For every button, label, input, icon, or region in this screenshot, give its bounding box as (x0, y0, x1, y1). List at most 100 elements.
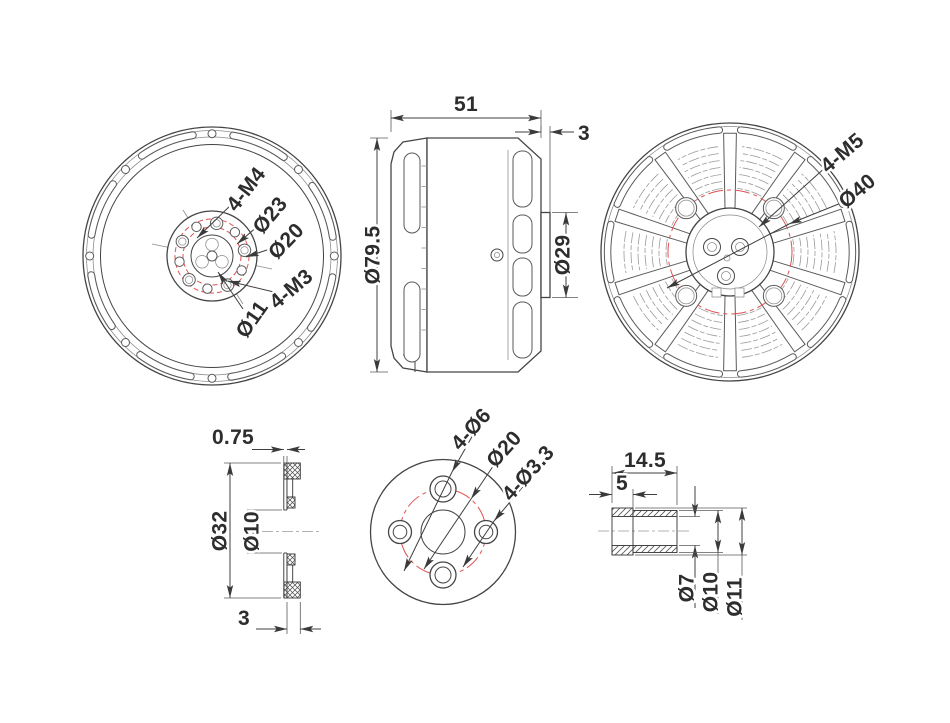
stator-lamination-arc (737, 181, 766, 191)
dim-d10: Ø10 (238, 509, 282, 554)
dim-sleeve-mid: Ø10 (700, 572, 723, 613)
stator-lamination-arc (796, 178, 821, 212)
rear-hub (685, 207, 775, 297)
mount-hole-m5 (762, 197, 785, 220)
stator-lamination-arc (740, 160, 776, 173)
stator-lamination-arc (691, 174, 722, 185)
hub-lobe (195, 255, 209, 269)
side-can-slot (512, 150, 533, 208)
rim-notch (85, 251, 95, 261)
stator-lamination-arc (738, 174, 769, 185)
rim-slot (87, 271, 116, 331)
dim-disc-outer: Ø32 (209, 511, 232, 552)
dim-sleeve-outer: Ø11 (724, 577, 747, 616)
stator-lamination-arc (681, 153, 719, 167)
side-can-slot (512, 301, 533, 359)
flange-view: 4-Ø6 Ø20 4-Ø3.3 (369, 401, 561, 606)
rim-slot (136, 351, 195, 381)
rim-slot (806, 296, 847, 348)
stator-lamination-arc (652, 189, 673, 217)
stator-lamination-arc (739, 325, 773, 337)
stator-lamination-arc (687, 325, 721, 337)
side-bell-slot (403, 281, 421, 363)
rim-slot (736, 126, 797, 151)
side-bell-slot (403, 152, 421, 234)
sleeve-section-view: 14.5 5 Ø7 Ø10 (589, 447, 749, 620)
stator-lamination-arc (623, 230, 627, 274)
disc-step-section (286, 496, 296, 509)
stator-lamination-arc (652, 287, 673, 315)
stator-lamination-arc (691, 319, 722, 330)
stator-lamination-arc (738, 319, 769, 330)
flange-leader-lines (403, 418, 538, 572)
flange-hole-top (429, 475, 457, 503)
dim-flange-4d6: 4-Ø6 (447, 404, 496, 455)
front-rim-slots (85, 129, 339, 383)
rim-slot (87, 180, 117, 239)
side-can-slot (512, 214, 533, 254)
stator-lamination-arc (740, 331, 776, 344)
dim-d10-sleeve: Ø10 (679, 510, 725, 615)
hub-hole-m4 (175, 234, 190, 249)
rim-slot (736, 353, 797, 378)
mount-hole-m5 (762, 284, 785, 307)
stator-lamination-arc (681, 337, 719, 351)
disc-rim-section (283, 462, 301, 480)
stator-lamination-arc (792, 239, 795, 265)
rear-spoke (723, 132, 737, 209)
stator-lamination-arc (645, 290, 669, 321)
rear-leader-lines (666, 165, 852, 289)
dim-rear-4m5: 4-M5 (816, 129, 868, 178)
rim-slot (603, 220, 615, 284)
stator-lamination-arc (806, 236, 809, 268)
rim-notch (207, 373, 217, 383)
rim-slot (663, 126, 724, 151)
rim-slot (137, 131, 197, 160)
rim-slot (845, 220, 857, 284)
disc-step-section (286, 553, 296, 566)
stator-lamination-arc (658, 194, 678, 220)
rim-slot (663, 353, 724, 378)
rim-notch (294, 165, 303, 174)
dim-side-boss-length: 3 (578, 122, 590, 145)
hub-hole-m4 (182, 273, 196, 287)
dim-disc-rim: 3 (238, 607, 250, 630)
rim-slot (806, 156, 847, 208)
stator-lamination-arc (796, 292, 821, 326)
rear-bolt-circle-40 (667, 189, 793, 315)
stator-lamination-arc (737, 313, 766, 323)
disc-rim-section (283, 581, 301, 599)
dim-side-length: 51 (454, 93, 478, 116)
flange-hole-left (387, 519, 413, 545)
stator-lamination-arc (677, 146, 719, 161)
stator-lamination-arc (787, 189, 808, 217)
dim-disc-web: 0.75 (212, 426, 254, 449)
side-can-slot (512, 257, 533, 297)
dim-3-rim: 3 (236, 602, 321, 634)
stator-lamination-arc (819, 233, 823, 271)
dim-d11-sleeve: Ø11 (635, 507, 749, 620)
side-lamination-ticks (421, 165, 427, 331)
stator-lamination-arc (741, 153, 779, 167)
stator-lamination-arc (801, 295, 827, 331)
stator-lamination-arc (787, 287, 808, 315)
stator-lamination-arc (833, 230, 837, 274)
stator-lamination-arc (801, 173, 827, 209)
dim-side-outer-diameter: Ø79.5 (362, 226, 385, 285)
rear-mount-holes (675, 197, 785, 307)
stator-lamination-arc (698, 307, 723, 316)
dim-sleeve-bore: Ø7 (676, 574, 699, 603)
dim-d29: Ø29 (549, 212, 578, 298)
hub-hole-m4 (209, 216, 224, 231)
stator-lamination-arc (637, 233, 641, 271)
stator-lamination-arc (644, 235, 648, 269)
rim-slot (308, 181, 337, 241)
stator-lamination-arc (684, 331, 720, 344)
sleeve-wall-section (632, 510, 678, 517)
dim-d79-5: Ø79.5 (359, 137, 388, 373)
rim-slot (307, 273, 337, 332)
dim-5: 5 (589, 470, 657, 508)
stator-lamination-arc (782, 284, 802, 310)
